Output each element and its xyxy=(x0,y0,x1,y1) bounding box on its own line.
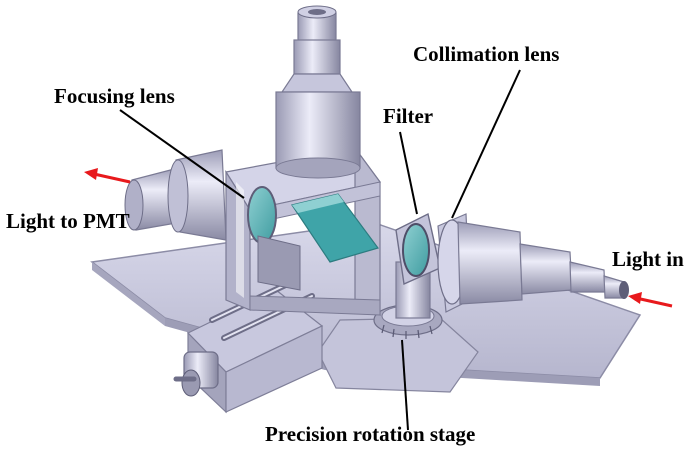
label-light-to-pmt: Light to PMT xyxy=(6,209,130,233)
label-filter: Filter xyxy=(383,104,434,128)
arrow-out-icon xyxy=(84,168,98,180)
translation-stage xyxy=(173,277,324,414)
label-collimation-lens: Collimation lens xyxy=(413,42,560,66)
top-tube xyxy=(275,5,361,179)
right-tube xyxy=(457,221,629,305)
filter-mount xyxy=(395,212,441,319)
pointer-lines xyxy=(119,69,521,431)
arrow-in-icon xyxy=(628,292,642,304)
light-direction-arrows xyxy=(84,168,673,308)
left-tube xyxy=(124,149,227,241)
label-focusing-lens: Focusing lens xyxy=(54,84,175,108)
label-light-in: Light in xyxy=(612,247,684,271)
label-precision-rotation-stage: Precision rotation stage xyxy=(265,422,476,446)
